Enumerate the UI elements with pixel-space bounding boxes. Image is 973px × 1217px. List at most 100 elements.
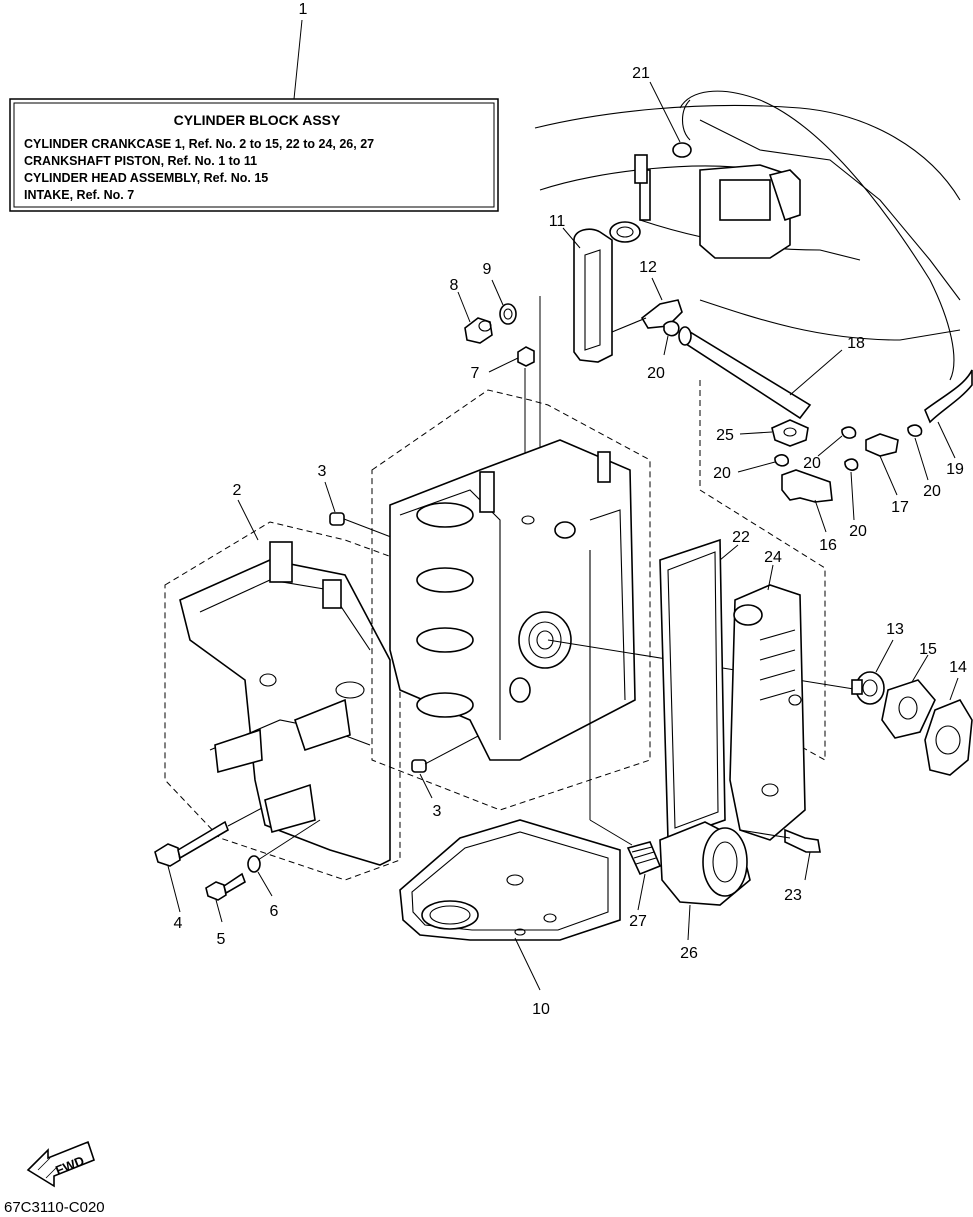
leader-line [804,851,811,881]
callout-16: 16 [819,537,837,554]
callout-3: 3 [433,803,442,820]
callout-27: 27 [629,913,647,930]
callout-14: 14 [949,659,967,676]
oil-pan-gasket-10 [399,819,621,941]
leader-line [789,349,843,396]
washer-9 [499,303,517,325]
callout-8: 8 [450,277,459,294]
leader-line [237,499,259,541]
leader-line [589,819,633,846]
leader-line [663,335,669,356]
leader-line [719,544,739,561]
info-box-line: INTAKE, Ref. No. 7 [24,188,134,202]
bolt-4 [154,820,229,867]
callout-23: 23 [784,887,802,904]
leader-line [514,937,541,991]
info-box-line: CRANKSHAFT PISTON, Ref. No. 1 to 11 [24,154,257,168]
connector-17 [865,433,899,457]
leader-line [424,734,481,765]
callout-15: 15 [919,641,937,658]
callout-20: 20 [647,365,665,382]
leader-line [814,499,827,533]
clip-20 [663,320,680,337]
leader-line [875,639,894,673]
callout-13: 13 [886,621,904,638]
callout-24: 24 [764,549,782,566]
thermostat-13 [851,671,885,705]
leader-line [879,455,898,496]
plug-8 [464,317,493,344]
callout-22: 22 [732,529,750,546]
clip-20 [907,424,923,437]
dowel-pin-3 [411,759,427,773]
callout-3: 3 [318,463,327,480]
leader-line [737,461,776,473]
leader-line [491,279,504,306]
info-box-line: CYLINDER HEAD ASSEMBLY, Ref. No. 15 [24,171,268,185]
callout-7: 7 [471,365,480,382]
crankcase-2 [179,541,391,866]
leader-line [488,357,519,373]
diagram-code: 67C3110-C020 [4,1199,105,1216]
dashed-group-outline [699,380,826,761]
callout-20: 20 [849,523,867,540]
leader-line [651,277,663,301]
joint-25 [771,419,809,447]
hose-16 [781,469,833,503]
leader-line [687,904,691,941]
callout-20: 20 [923,483,941,500]
leader-line [257,819,321,861]
cover-24 [729,584,806,841]
clip-20 [774,454,790,467]
oil-filter-26 [659,821,751,906]
callout-1: 1 [299,1,308,18]
leader-line [739,431,773,435]
callout-12: 12 [639,259,657,276]
callout-19: 19 [946,461,964,478]
cylinder-block [389,439,636,761]
callout-11: 11 [549,213,566,230]
bracket-11 [573,228,613,363]
callout-2: 2 [233,482,242,499]
callout-20: 20 [803,455,821,472]
thermostat-cover-14 [924,699,973,776]
callout-17: 17 [891,499,909,516]
fitting-7 [517,346,535,367]
callout-6: 6 [270,903,279,920]
leader-line [949,677,959,701]
info-box: CYLINDER BLOCK ASSY CYLINDER CRANKCASE 1… [9,98,499,212]
gasket-22 [659,538,726,842]
leader-line [167,865,181,913]
engine-context-outline [534,90,961,381]
clip-20 [844,458,859,471]
leader-line [649,81,681,143]
callout-21: 21 [632,65,650,82]
callout-25: 25 [716,427,734,444]
washer-6 [247,855,261,873]
leader-line [562,227,581,249]
leader-line [817,435,843,457]
leader-line [324,481,336,513]
clip-21 [672,142,692,158]
info-box-line: CYLINDER CRANKCASE 1, Ref. No. 2 to 15, … [24,137,374,151]
callout-18: 18 [847,335,865,352]
leader-line [257,871,273,897]
leader-line [914,437,929,481]
dowel-pin-3 [329,512,345,526]
callout-10: 10 [532,1001,550,1018]
leader-line [850,471,855,521]
callout-4: 4 [174,915,183,932]
leader-line [911,654,929,683]
strainer-27 [626,841,662,876]
bolt-23 [739,828,821,853]
forward-arrow-icon: FWD [26,1140,95,1188]
callout-labels: 1 2 3 3 4 5 6 7 8 9 10 11 12 13 14 15 16… [174,1,967,1018]
callout-26: 26 [680,945,698,962]
hose-19 [924,369,973,424]
leader-line [637,873,646,911]
dashed-group-outline [371,389,651,811]
dashed-group-outline [164,521,401,881]
leader-line [937,421,956,459]
info-box-title: CYLINDER BLOCK ASSY [174,112,341,128]
